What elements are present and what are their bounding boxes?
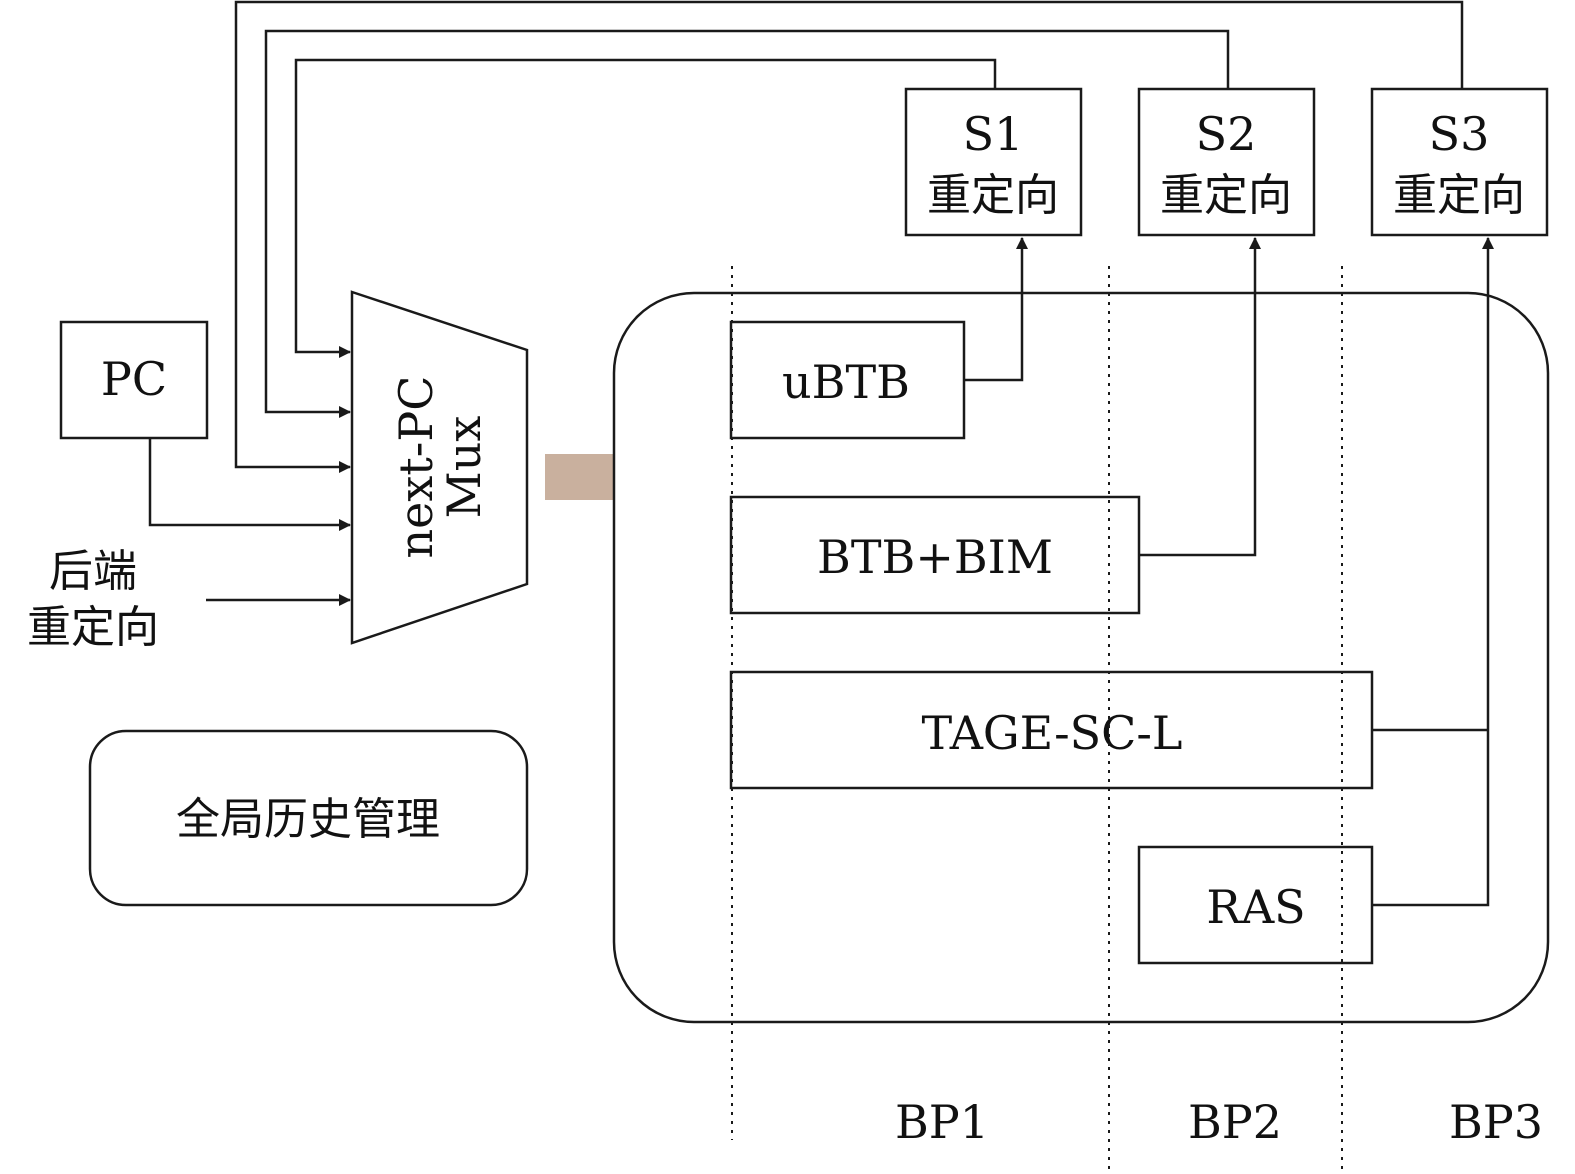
mux-label-2: Mux	[437, 416, 491, 519]
s3-stage-label: S3	[1429, 107, 1490, 161]
pc-to-mux-wire	[148, 438, 351, 531]
ubtb-block: uBTB	[729, 320, 966, 440]
global-history-block: 全局历史管理	[88, 729, 529, 907]
s1-feedback-wire	[294, 58, 997, 358]
s2-redirect-label: 重定向	[1160, 170, 1292, 221]
pc-block: PC	[59, 320, 209, 440]
ras-block: RAS	[1137, 845, 1374, 965]
tage-block: TAGE-SC-L	[729, 670, 1374, 790]
s1-redirect-block: S1 重定向	[904, 87, 1083, 237]
ras-to-s3-wire	[1372, 237, 1494, 907]
s3-feedback-wire	[234, 0, 1464, 473]
global-history-label: 全局历史管理	[176, 794, 440, 845]
pc-label: PC	[101, 352, 167, 406]
feedback-wires	[234, 0, 1464, 473]
s1-redirect-label: 重定向	[927, 170, 1059, 221]
ras-label: RAS	[1206, 880, 1305, 934]
next-pc-mux: next-PC Mux	[350, 290, 529, 645]
backend-redirect-label-2: 重定向	[27, 602, 159, 653]
s1-stage-label: S1	[963, 107, 1024, 161]
s2-redirect-block: S2 重定向	[1137, 87, 1316, 237]
mux-label-1: next-PC	[389, 376, 443, 559]
ubtb-to-s1-wire	[964, 237, 1028, 382]
s2-feedback-wire	[264, 29, 1230, 418]
stage-label-bp3: BP3	[1449, 1095, 1543, 1149]
predictor-container	[612, 291, 1550, 1024]
s2-stage-label: S2	[1196, 107, 1257, 161]
btb-bim-label: BTB+BIM	[817, 530, 1053, 584]
stage-label-bp2: BP2	[1188, 1095, 1282, 1149]
tage-label: TAGE-SC-L	[922, 706, 1183, 760]
stage-label-bp1: BP1	[895, 1095, 989, 1149]
backend-redirect-label-1: 后端	[49, 546, 137, 597]
s3-redirect-block: S3 重定向	[1370, 87, 1549, 237]
ubtb-label: uBTB	[782, 355, 910, 409]
btb-bim-block: BTB+BIM	[729, 495, 1141, 615]
s3-redirect-label: 重定向	[1393, 170, 1525, 221]
btb-to-s2-wire	[1139, 237, 1261, 557]
